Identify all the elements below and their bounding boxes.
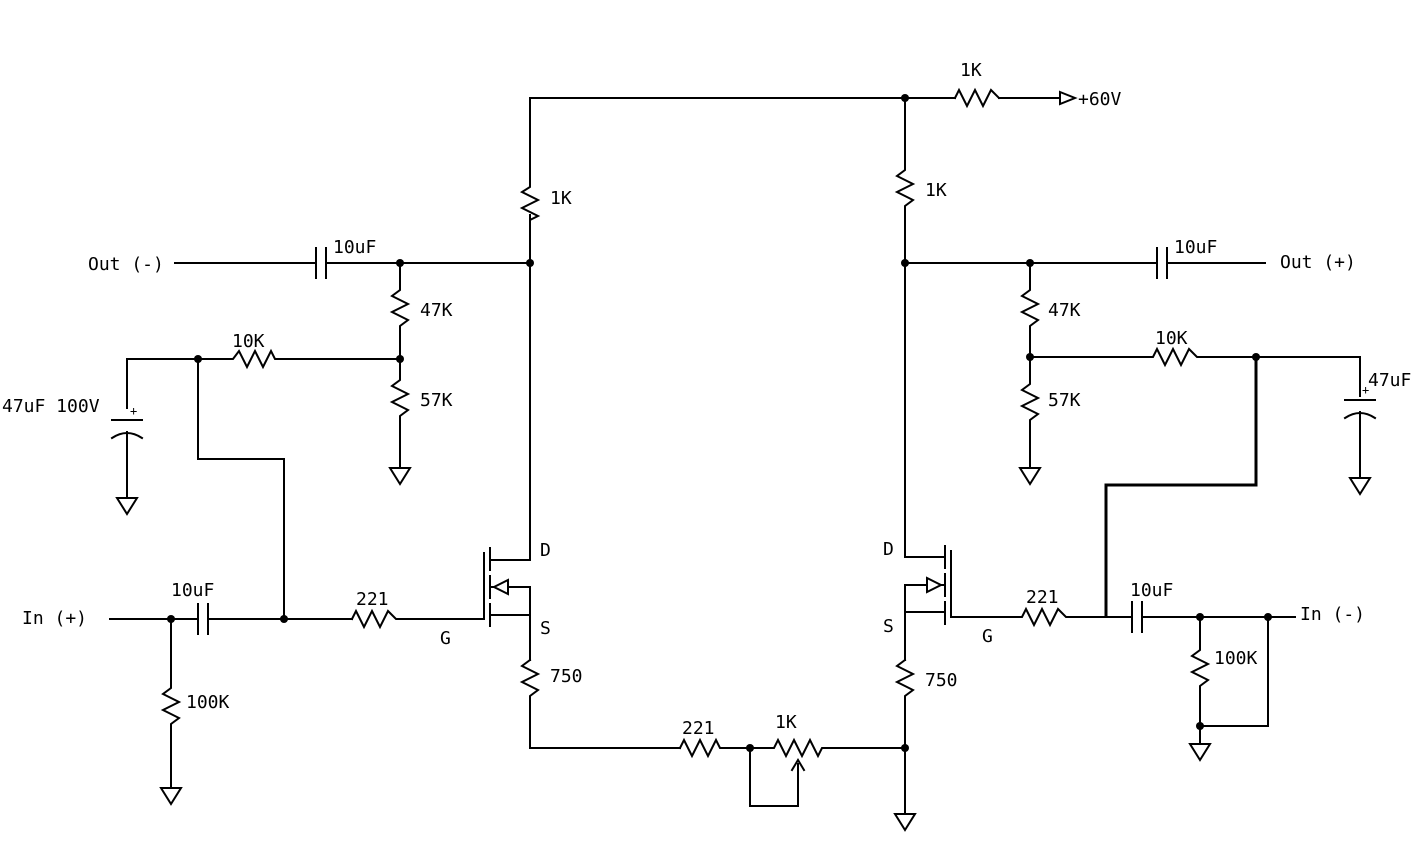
bias-cap-right-label: 47uF — [1368, 370, 1411, 391]
r100k-right-label: 100K — [1214, 648, 1258, 669]
bias-cap-right: + — [1343, 383, 1377, 496]
gate-resistor-left-label: 221 — [356, 589, 389, 610]
r47k-left-label: 47K — [420, 300, 453, 321]
left-drain-wire — [396, 223, 534, 561]
input-cap-right — [1131, 601, 1296, 633]
source-left-label: S — [540, 618, 551, 639]
drain-right-label: D — [883, 539, 894, 560]
r57k-right — [1018, 356, 1042, 486]
input-plus-label: In (+) — [22, 608, 87, 629]
bias-cap-left-label: 47uF 100V — [2, 396, 100, 417]
source-resistor-right — [894, 658, 916, 749]
drain-left-label: D — [540, 540, 551, 561]
r10k-left-label: 10K — [232, 331, 265, 352]
bias-cap-left: + — [110, 404, 144, 516]
svg-text:+: + — [130, 404, 137, 418]
drain-resistor-left — [519, 182, 541, 225]
r57k-left — [388, 358, 412, 486]
r10k-left — [126, 348, 401, 619]
output-cap-right — [1029, 247, 1266, 279]
gate-resistor-right — [950, 606, 1133, 628]
input-cap-left-label: 10uF — [171, 580, 214, 601]
source-resistor-right-label: 750 — [925, 670, 958, 691]
supply-arrow-icon — [1059, 90, 1078, 106]
input-minus-label: In (-) — [1300, 604, 1365, 625]
mosfet-left — [483, 547, 531, 661]
svg-text:+: + — [1362, 383, 1369, 397]
r47k-right-label: 47K — [1048, 300, 1081, 321]
source-right-label: S — [883, 616, 894, 637]
right-drain-wire — [901, 259, 1034, 558]
r47k-left — [389, 262, 411, 360]
gate-resistor-right-label: 221 — [1026, 587, 1059, 608]
gate-resistor-left — [350, 608, 485, 630]
supply-resistor-1k — [953, 87, 1001, 109]
supply-voltage-label: +60V — [1078, 89, 1122, 110]
source-resistor-left — [519, 658, 681, 749]
r100k-left-label: 100K — [186, 692, 230, 713]
drain-resistor-right-label: 1K — [925, 180, 947, 201]
tail-resistor-label: 221 — [682, 718, 715, 739]
supply-rail — [529, 94, 1061, 263]
drain-resistor-left-label: 1K — [550, 188, 572, 209]
output-plus-label: Out (+) — [1280, 252, 1356, 273]
r10k-right — [1029, 346, 1361, 397]
mosfet-right — [904, 545, 952, 661]
r57k-right-label: 57K — [1048, 390, 1081, 411]
tail-ground — [893, 747, 917, 832]
source-resistor-left-label: 750 — [550, 666, 583, 687]
tail-potentiometer-label: 1K — [775, 712, 797, 733]
tail-potentiometer — [749, 737, 909, 807]
r100k-left — [159, 618, 183, 806]
output-cap-left-label: 10uF — [333, 237, 376, 258]
output-minus-label: Out (-) — [88, 254, 164, 275]
input-cap-right-label: 10uF — [1130, 580, 1173, 601]
gate-left-label: G — [440, 628, 451, 649]
gate-right-label: G — [982, 626, 993, 647]
r10k-right-label: 10K — [1155, 328, 1188, 349]
input-cap-left — [109, 603, 353, 635]
supply-resistor-label: 1K — [960, 60, 982, 81]
output-cap-left — [174, 247, 401, 279]
output-cap-right-label: 10uF — [1174, 237, 1217, 258]
right-feedback-wire — [1104, 357, 1258, 618]
r100k-right — [1188, 616, 1269, 762]
tail-resistor-221 — [678, 737, 754, 759]
drain-resistor-right — [894, 97, 916, 263]
r57k-left-label: 57K — [420, 390, 453, 411]
r47k-right — [1019, 262, 1041, 358]
